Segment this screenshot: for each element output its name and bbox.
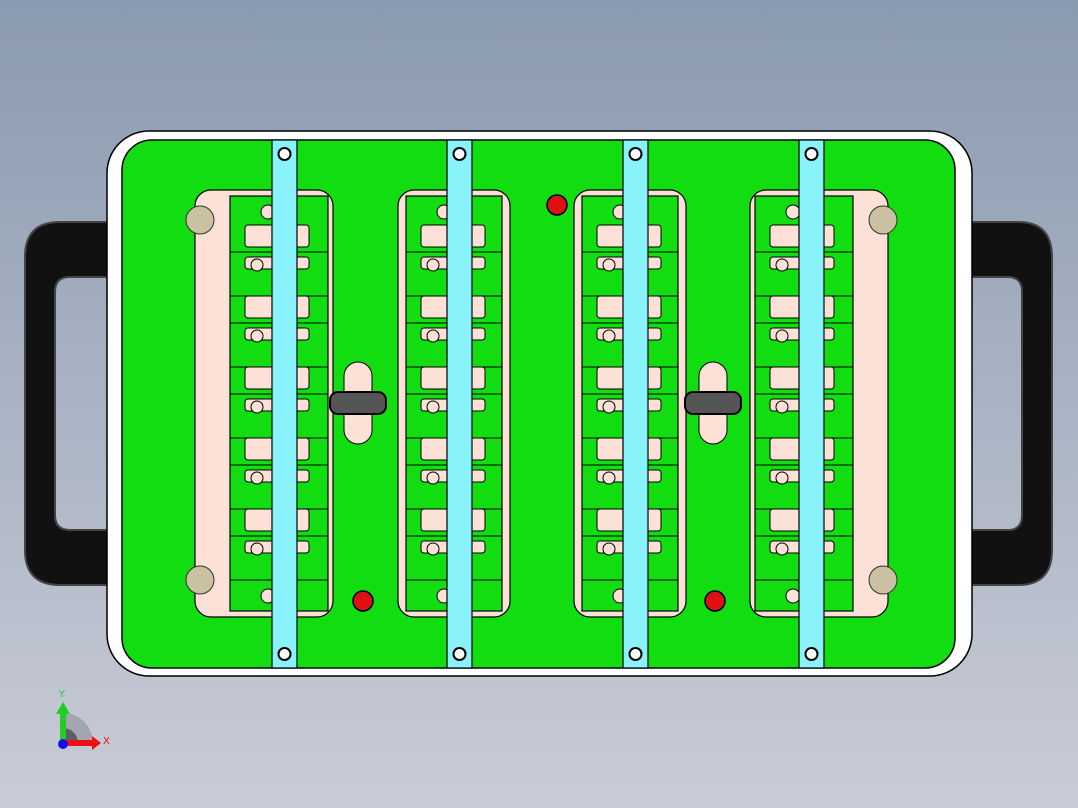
slot-hole	[602, 400, 616, 414]
latch-lever[interactable]	[329, 391, 387, 415]
clamp-strip[interactable]	[446, 139, 473, 669]
strip-screw	[804, 647, 819, 661]
strip-screw	[628, 647, 643, 661]
clamp-strip[interactable]	[622, 139, 649, 669]
strip-screw	[277, 147, 292, 161]
slot-hole	[602, 329, 616, 343]
y-axis-arrowhead	[56, 702, 70, 714]
slot-hole	[426, 329, 440, 343]
slot-hole	[775, 258, 789, 272]
slot-hole	[602, 542, 616, 556]
y-axis-arrow	[60, 712, 66, 743]
bolt-head	[868, 565, 898, 595]
strip-screw	[452, 147, 467, 161]
strip-screw	[277, 647, 292, 661]
pocket[interactable]	[185, 189, 334, 618]
locating-pin	[352, 590, 374, 612]
slot-hole	[775, 329, 789, 343]
slot-hole	[426, 542, 440, 556]
slot-hole	[426, 400, 440, 414]
strip-body	[271, 139, 298, 669]
y-axis-label: Y	[58, 689, 66, 700]
slot-hole	[775, 400, 789, 414]
strip-body	[798, 139, 825, 669]
latch[interactable]	[329, 361, 387, 445]
strip-body	[446, 139, 473, 669]
triad-arc-inner	[63, 728, 78, 743]
z-axis-dot	[58, 739, 68, 749]
slot-hole	[775, 542, 789, 556]
slot-hole	[250, 471, 264, 485]
x-axis-arrow	[63, 740, 93, 746]
fixture-plate[interactable]	[106, 130, 973, 677]
latch-lever[interactable]	[684, 391, 742, 415]
slot-hole	[250, 258, 264, 272]
strip-body	[622, 139, 649, 669]
bolt-head	[868, 205, 898, 235]
axis-triad: X Y	[56, 689, 110, 750]
latch[interactable]	[684, 361, 742, 445]
slot-hole	[250, 542, 264, 556]
slot-hole	[250, 400, 264, 414]
locating-hole	[785, 588, 801, 604]
slot-hole	[775, 471, 789, 485]
clamp-strip[interactable]	[271, 139, 298, 669]
strip-screw	[804, 147, 819, 161]
slot-hole	[250, 329, 264, 343]
locating-pin	[546, 194, 568, 216]
slot-hole	[426, 471, 440, 485]
slot-hole	[602, 471, 616, 485]
strip-screw	[452, 647, 467, 661]
x-axis-arrowhead	[92, 736, 101, 750]
clamp-strip[interactable]	[798, 139, 825, 669]
slot-hole	[426, 258, 440, 272]
locating-hole	[785, 204, 801, 220]
slot-hole	[602, 258, 616, 272]
bolt-head	[185, 205, 215, 235]
bolt-head	[185, 565, 215, 595]
locating-pin	[704, 590, 726, 612]
strip-screw	[628, 147, 643, 161]
x-axis-label: X	[103, 736, 110, 747]
